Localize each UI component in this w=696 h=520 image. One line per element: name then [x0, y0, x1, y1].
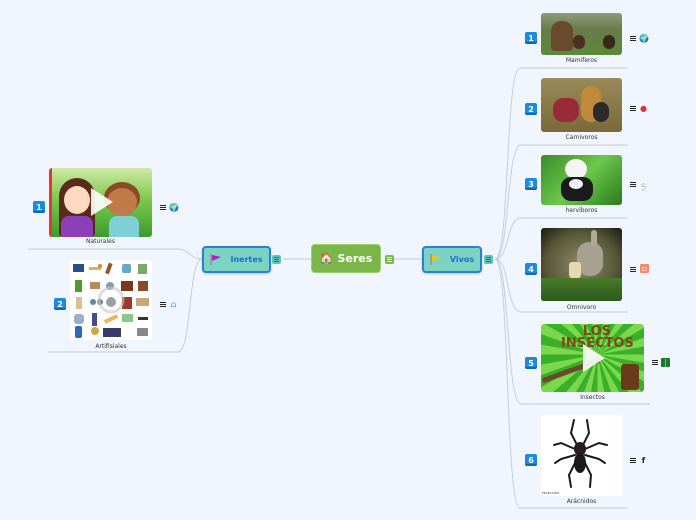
vivos-collapse-button[interactable] [484, 255, 493, 264]
aracnidos-caption: Arácnidos [566, 498, 597, 505]
house-icon: 🏠 [319, 252, 334, 265]
flag-badge-icon[interactable]: ● [640, 104, 647, 113]
rabbit-image[interactable] [541, 228, 622, 301]
play-icon [91, 188, 113, 216]
herviboros-caption: herviboros [565, 207, 598, 214]
green-leaf-icon[interactable]: ❘ [661, 358, 670, 367]
number-badge: 5 [525, 357, 537, 369]
lions-image[interactable] [541, 78, 622, 132]
panda-image[interactable] [541, 155, 622, 205]
carnivoros-caption: Carnivoros [565, 134, 598, 141]
insectos-video-thumbnail[interactable]: LOS INSECTOS [541, 324, 644, 392]
notes-icon[interactable] [630, 184, 636, 185]
number-badge: 1 [525, 32, 537, 44]
vivos-node[interactable]: Vivos [422, 246, 482, 273]
inertes-collapse-button[interactable] [272, 255, 281, 264]
notes-icon[interactable] [630, 269, 636, 270]
inertes-label: Inertes [230, 255, 263, 264]
notes-icon[interactable] [630, 108, 636, 109]
notes-icon[interactable] [160, 207, 166, 208]
naturales-caption: Naturales [86, 238, 115, 245]
video-title-text: LOS INSECTOS [561, 324, 634, 351]
notes-icon[interactable] [160, 304, 166, 305]
notes-icon[interactable] [630, 38, 636, 39]
number-badge: 1 [33, 201, 45, 213]
script-glyph-icon[interactable]: ဌ [641, 180, 646, 189]
mamiferos-caption: Mamiferos [565, 57, 598, 64]
objects-grid-image[interactable] [70, 260, 152, 340]
number-badge: 3 [525, 178, 537, 190]
objects-grid-illustration [73, 262, 149, 338]
globe-icon[interactable]: 🌍 [639, 34, 649, 43]
notes-icon[interactable] [630, 460, 636, 461]
svg-text:PEAKY.COM: PEAKY.COM [542, 491, 559, 495]
root-node[interactable]: 🏠 Seres [311, 244, 381, 273]
number-badge: 6 [525, 454, 537, 466]
naturales-video-thumbnail[interactable] [49, 168, 152, 237]
omnivoro-caption: Omnivoro [566, 304, 597, 311]
artifisiales-caption: Artifisiales [95, 343, 127, 350]
globe-icon[interactable]: 🌍 [169, 203, 179, 212]
spider-illustration: PEAKY.COM [542, 419, 608, 495]
notes-icon[interactable] [652, 362, 658, 363]
spider-image[interactable]: PEAKY.COM [541, 415, 622, 496]
flag-purple-icon [210, 254, 222, 265]
number-badge: 2 [54, 298, 66, 310]
root-label: Seres [337, 252, 373, 265]
inertes-node[interactable]: Inertes [202, 246, 271, 273]
root-collapse-button[interactable] [385, 255, 394, 264]
number-badge: 4 [525, 263, 537, 275]
insectos-caption: Insectos [580, 394, 605, 401]
vivos-label: Vivos [449, 255, 475, 264]
facebook-icon[interactable]: f [641, 456, 646, 465]
flag-yellow-icon [430, 254, 441, 265]
orange-app-icon[interactable]: ▫ [640, 264, 649, 273]
bridge-icon[interactable]: ⩍ [170, 300, 177, 309]
bears-image[interactable] [541, 13, 622, 55]
play-icon [583, 344, 605, 372]
number-badge: 2 [525, 103, 537, 115]
